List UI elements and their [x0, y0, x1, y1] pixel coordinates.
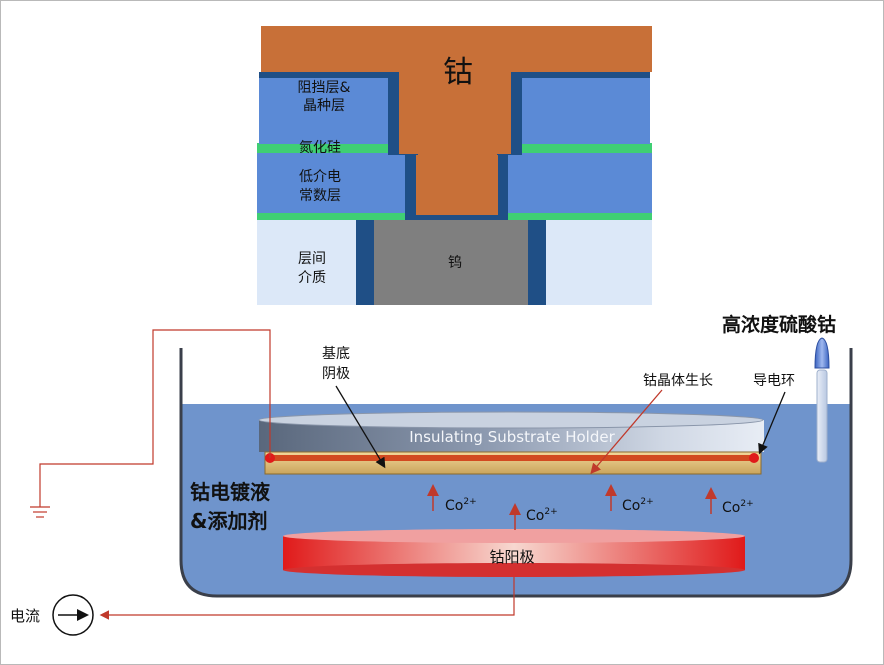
- ild-label-1: 层间: [298, 251, 326, 267]
- cross-section: 钴 阻挡层& 晶种层 氮化硅 低介电 常数层 层间 介质 钨: [257, 26, 652, 305]
- cobalt-film: [268, 455, 758, 461]
- barrier-seed-label-2: 晶种层: [303, 98, 345, 114]
- anode-label: 钴阳极: [489, 548, 534, 566]
- ground-icon: [30, 506, 50, 518]
- anode-wire: [99, 577, 515, 620]
- cobalt-trench: [399, 26, 511, 154]
- tank: [179, 348, 853, 598]
- contact-ring-right: [749, 453, 759, 463]
- substrate-holder-top: [258, 411, 764, 429]
- ion-arrows: [427, 484, 717, 530]
- cobalt-label: 钴: [443, 55, 473, 90]
- current-source-icon: [52, 594, 94, 636]
- cathode-label-1: 基底: [322, 345, 350, 362]
- barrier-trench-right: [511, 72, 522, 155]
- tungsten-plug: [374, 220, 528, 305]
- ild-label-2: 介质: [298, 270, 326, 286]
- ion-label: Co2+: [445, 497, 477, 514]
- barrier-top-left: [259, 72, 399, 78]
- cobalt-via: [416, 153, 498, 215]
- contact-ring-label: 导电环: [753, 373, 795, 389]
- sin-label: 氮化硅: [299, 140, 341, 156]
- growth-label: 钴晶体生长: [643, 373, 713, 389]
- holder-label: Insulating Substrate Holder: [409, 428, 615, 446]
- barrier-top-right: [511, 72, 650, 78]
- ion-labels: Co2+ Co2+ Co2+ Co2+: [445, 497, 754, 524]
- cathode-label-2: 阴极: [322, 366, 350, 382]
- cathode-callout-arrow: [335, 385, 386, 469]
- ion-label: Co2+: [722, 499, 754, 516]
- low-k-label-2: 常数层: [299, 188, 341, 204]
- bath-label-2: &添加剂: [190, 509, 267, 533]
- anode-top: [283, 529, 745, 543]
- barrier-seed-label-1: 阻挡层&: [298, 80, 351, 96]
- dropper-icon: [814, 337, 830, 463]
- barrier-trench-left: [388, 72, 399, 155]
- ion-label: Co2+: [526, 507, 558, 524]
- plating-cell: Insulating Substrate Holder 钴阳极 Co2+ Co2…: [10, 313, 853, 636]
- growth-callout-arrow: [590, 389, 663, 474]
- ion-label: Co2+: [622, 497, 654, 514]
- contact-ring-callout-arrow: [758, 391, 786, 455]
- cathode-wire: [39, 329, 271, 507]
- current-label: 电流: [10, 607, 40, 625]
- low-k-label-1: 低介电: [299, 169, 341, 185]
- anode-bottom: [283, 563, 745, 577]
- bottle-label: 高浓度硫酸钴: [722, 313, 836, 336]
- bath-label-1: 钴电镀液: [190, 480, 271, 504]
- tungsten-label: 钨: [448, 255, 462, 271]
